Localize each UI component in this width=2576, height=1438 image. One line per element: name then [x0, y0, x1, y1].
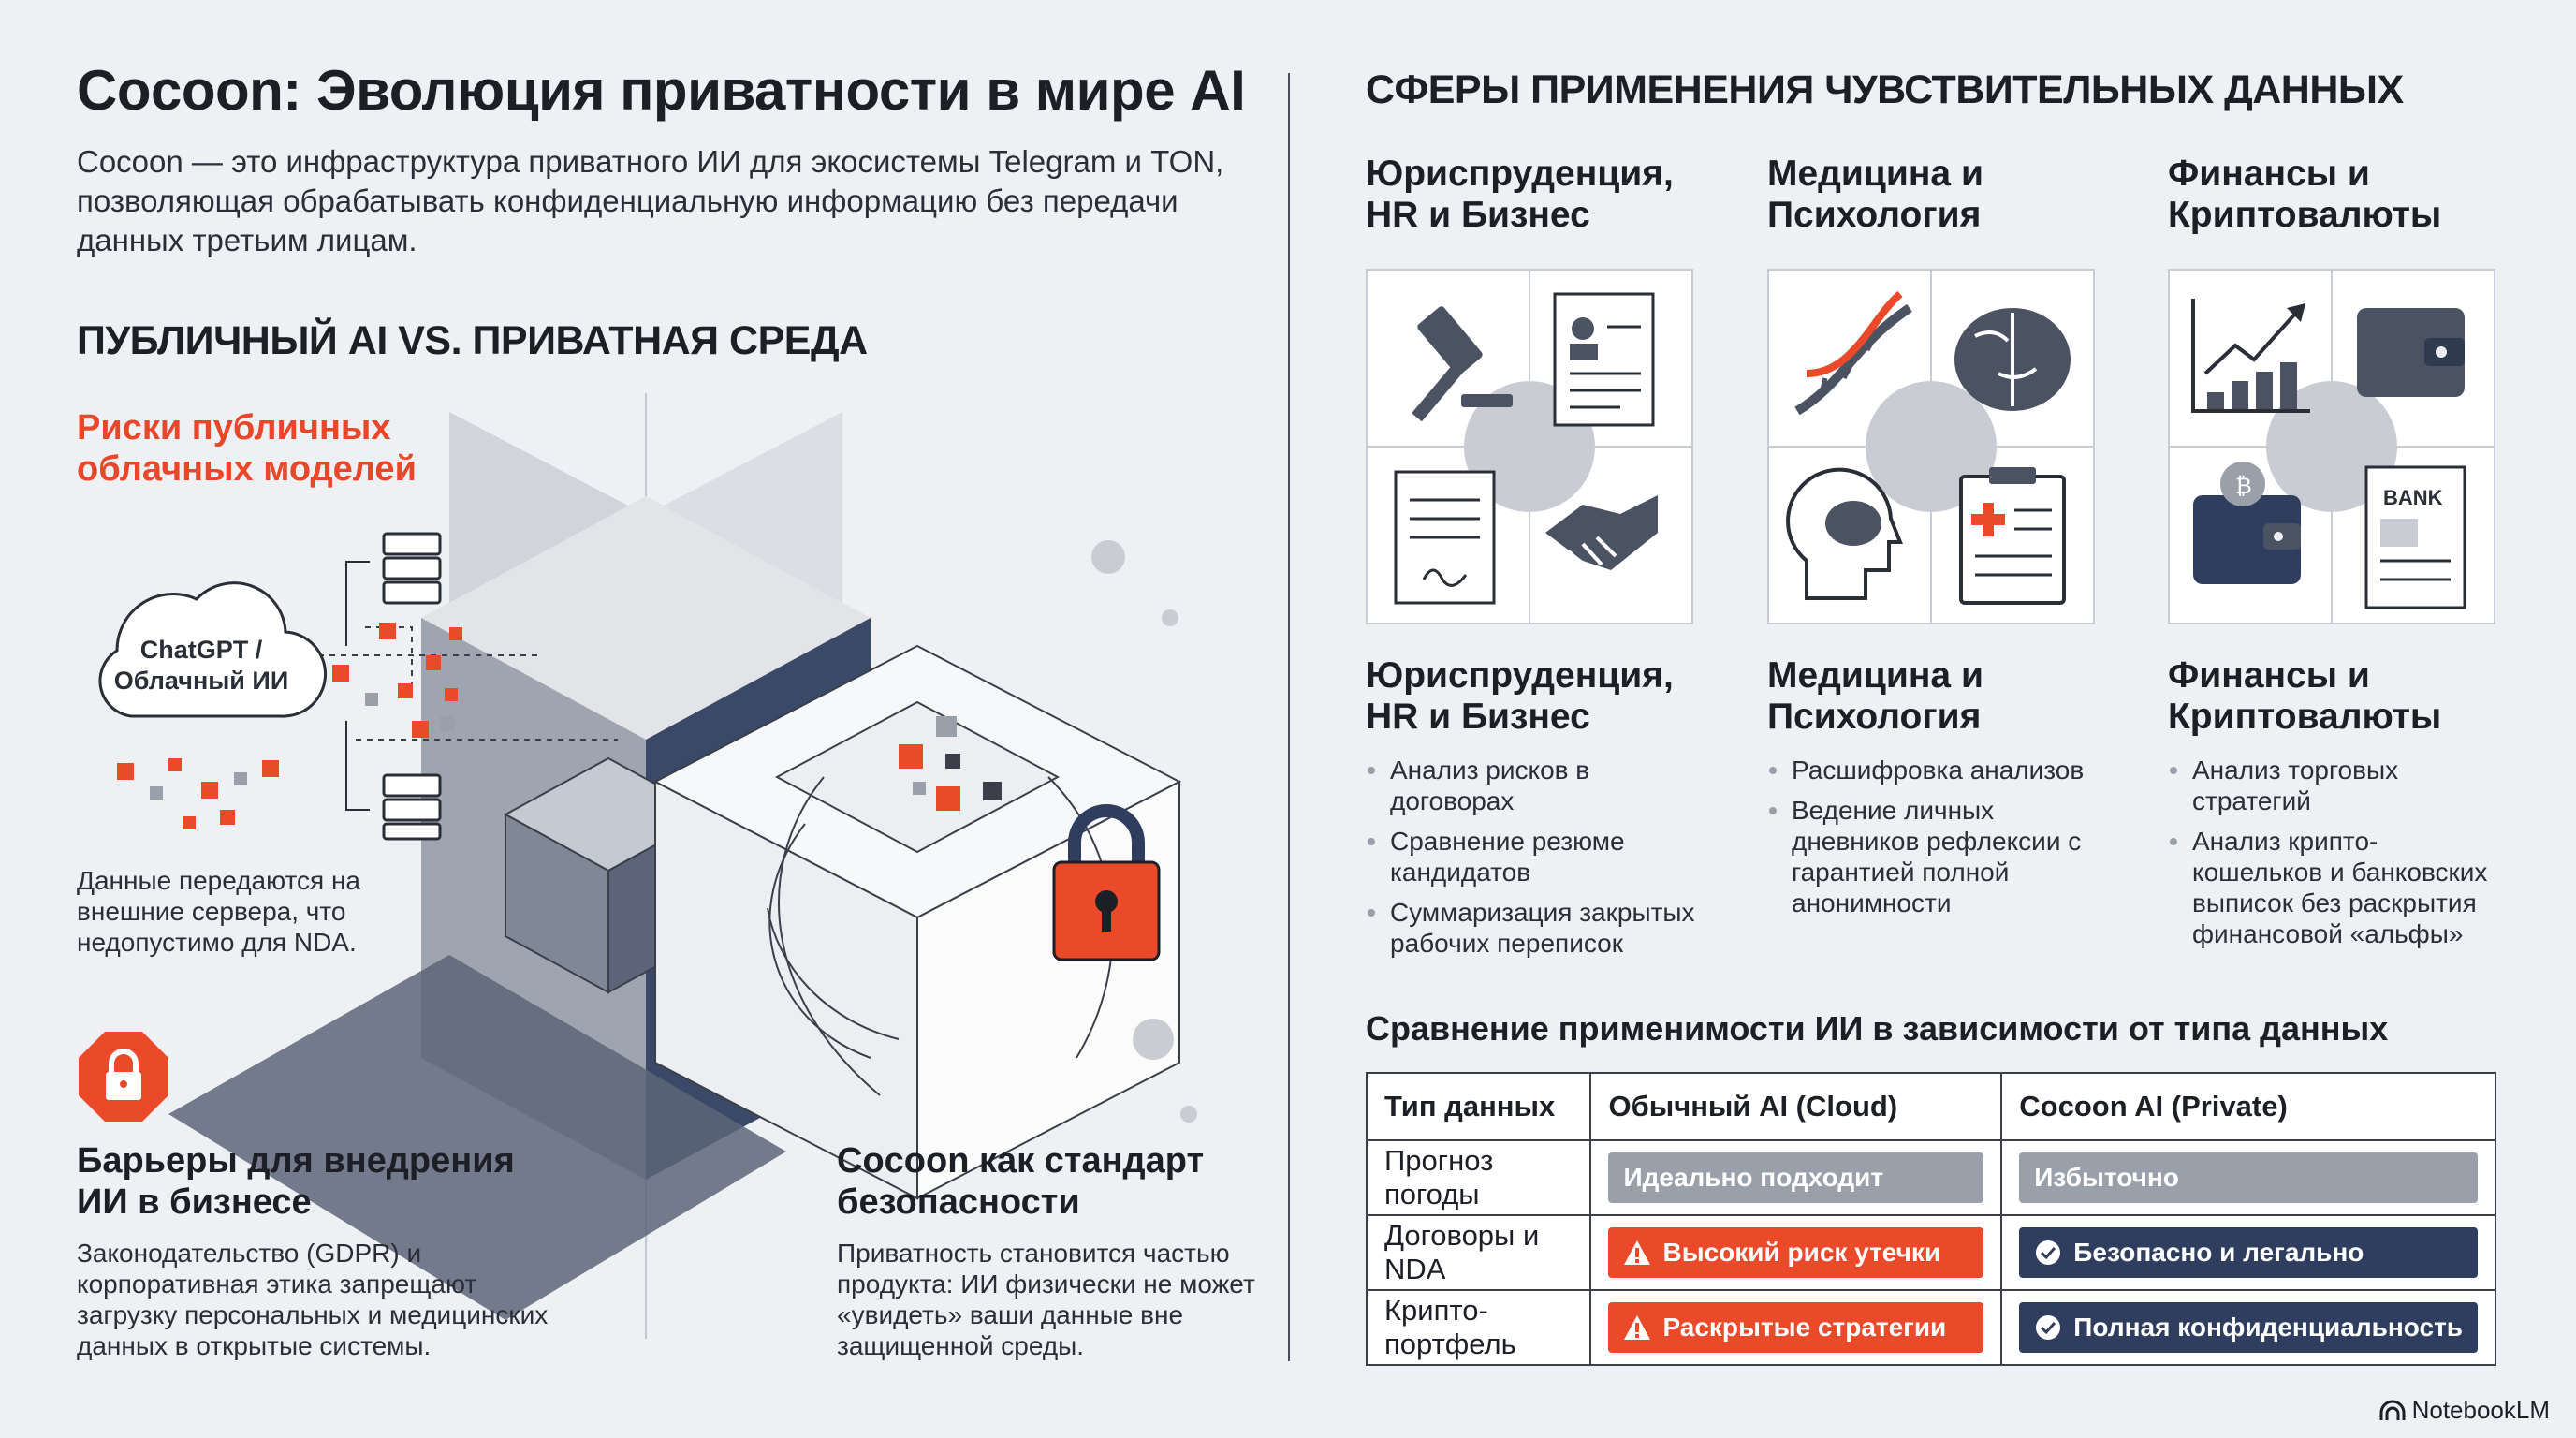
list-item: Сравнение резюме кандидатов — [1366, 826, 1703, 888]
head-profile-icon — [1786, 467, 1903, 600]
table-cell: Договоры и NDA — [1365, 1214, 1592, 1291]
status-badge: Высокий риск утечки — [1608, 1227, 1984, 1278]
sphere-title-legal: Юриспруденция, HR и Бизнес — [1366, 655, 1674, 737]
warning-icon — [1624, 1240, 1651, 1265]
wallet-icon — [2357, 308, 2465, 397]
table-header: Тип данных — [1365, 1072, 1592, 1141]
medicine-icon-grid — [1767, 269, 2095, 624]
barrier-title: Барьеры для внедрения ИИ в бизнесе — [77, 1141, 515, 1222]
list-item: Анализ крипто-кошельков и банковских вып… — [2168, 826, 2505, 949]
intro-text: Cocoon — это инфраструктура приватного И… — [77, 144, 1224, 257]
right-section-title: СФЕРЫ ПРИМЕНЕНИЯ ЧУВСТВИТЕЛЬНЫХ ДАННЫХ — [1366, 67, 2404, 112]
status-badge: Раскрытые стратегии — [1608, 1302, 1984, 1353]
table-row: Прогноз погоды Идеально подходит Избыточ… — [1365, 1139, 2496, 1216]
status-badge: Избыточно — [2019, 1152, 2478, 1203]
check-circle-icon — [2036, 1240, 2061, 1265]
medicine-bullets: Расшифровка анализов Ведение личных днев… — [1767, 755, 2104, 928]
table-header-row: Тип данных Обычный AI (Cloud) Cocoon AI … — [1365, 1072, 2496, 1141]
bank-label: BANK — [2383, 486, 2443, 509]
comparison-table: Тип данных Обычный AI (Cloud) Cocoon AI … — [1365, 1072, 2496, 1366]
privacy-illustration — [168, 393, 1197, 1339]
gavel-icon — [1412, 306, 1513, 422]
notebooklm-logo-icon — [2379, 1400, 2406, 1420]
medical-chart-icon — [1959, 467, 2066, 605]
stop-lock-icon — [79, 1032, 168, 1122]
brain-icon — [1954, 308, 2071, 411]
cloud-label: ChatGPT / Облачный ИИ — [113, 636, 289, 695]
cloud-icon — [98, 581, 327, 718]
risk-text: Данные передаются на внешние сервера, чт… — [77, 866, 360, 957]
list-item: Суммаризация закрытых рабочих переписок — [1366, 897, 1703, 959]
handshake-icon — [1545, 495, 1658, 572]
barrier-text: Законодательство (GDPR) и корпоративная … — [77, 1239, 549, 1360]
status-badge: Полная конфиденциальность — [2019, 1302, 2478, 1353]
crypto-wallet-icon: ₿ — [2193, 462, 2301, 584]
table-row: Договоры и NDA Высокий риск утечки Безоп… — [1365, 1214, 2496, 1291]
table-row: Крипто-портфель Раскрытые стратегии Полн… — [1365, 1289, 2496, 1366]
sphere-title-finance: Финансы и Криптовалюты — [2168, 655, 2442, 737]
comparison-title: Сравнение применимости ИИ в зависимости … — [1366, 1009, 2389, 1048]
page-title: Cocoon: Эволюция приватности в мире AI — [77, 59, 1246, 122]
legal-icon-grid — [1366, 269, 1693, 624]
table-header: Обычный AI (Cloud) — [1589, 1072, 2003, 1141]
dna-icon — [1794, 290, 1912, 416]
data-flow-diagram — [117, 532, 462, 841]
status-badge: Безопасно и легально — [2019, 1227, 2478, 1278]
server-icon-bottom — [382, 773, 442, 841]
finance-icon-grid: ₿ BANK — [2168, 269, 2496, 624]
list-item: Анализ торговых стратегий — [2168, 755, 2505, 816]
contract-icon — [1394, 470, 1496, 605]
table-header: Cocoon AI (Private) — [2000, 1072, 2496, 1141]
sphere-title-legal-top: Юриспруденция, HR и Бизнес — [1366, 154, 1674, 235]
sphere-title-finance-top: Финансы и Криптовалюты — [2168, 154, 2442, 235]
column-divider — [1288, 73, 1290, 1361]
finance-bullets: Анализ торговых стратегий Анализ крипто-… — [2168, 755, 2505, 959]
check-circle-icon — [2036, 1315, 2061, 1340]
left-section-title: ПУБЛИЧНЫЙ AI VS. ПРИВАТНАЯ СРЕДА — [77, 318, 868, 363]
padlock-icon — [1052, 804, 1161, 961]
bank-statement-icon: BANK — [2364, 465, 2466, 609]
list-item: Расшифровка анализов — [1767, 755, 2104, 785]
warning-icon — [1624, 1315, 1651, 1340]
table-cell: Крипто-портфель — [1365, 1289, 1592, 1366]
status-badge: Идеально подходит — [1608, 1152, 1984, 1203]
svg-text:₿: ₿ — [2235, 473, 2252, 499]
notebooklm-brand: NotebookLM — [2378, 1396, 2550, 1425]
list-item: Анализ рисков в договорах — [1366, 755, 1703, 816]
list-item: Ведение личных дневников рефлексии с гар… — [1767, 795, 2104, 918]
server-icon-top — [382, 532, 442, 605]
legal-bullets: Анализ рисков в договорах Сравнение резю… — [1366, 755, 1703, 968]
standard-title: Cocoon как стандарт безопасности — [837, 1141, 1205, 1222]
sphere-title-medicine: Медицина и Психология — [1767, 655, 1983, 737]
sphere-title-medicine-top: Медицина и Психология — [1767, 154, 1983, 235]
growth-chart-icon — [2191, 299, 2310, 413]
table-cell: Прогноз погоды — [1365, 1139, 1592, 1216]
standard-text: Приватность становится частью продукта: … — [837, 1239, 1255, 1360]
risk-title: Риски публичных облачных моделей — [77, 408, 417, 489]
resume-icon — [1553, 292, 1655, 427]
